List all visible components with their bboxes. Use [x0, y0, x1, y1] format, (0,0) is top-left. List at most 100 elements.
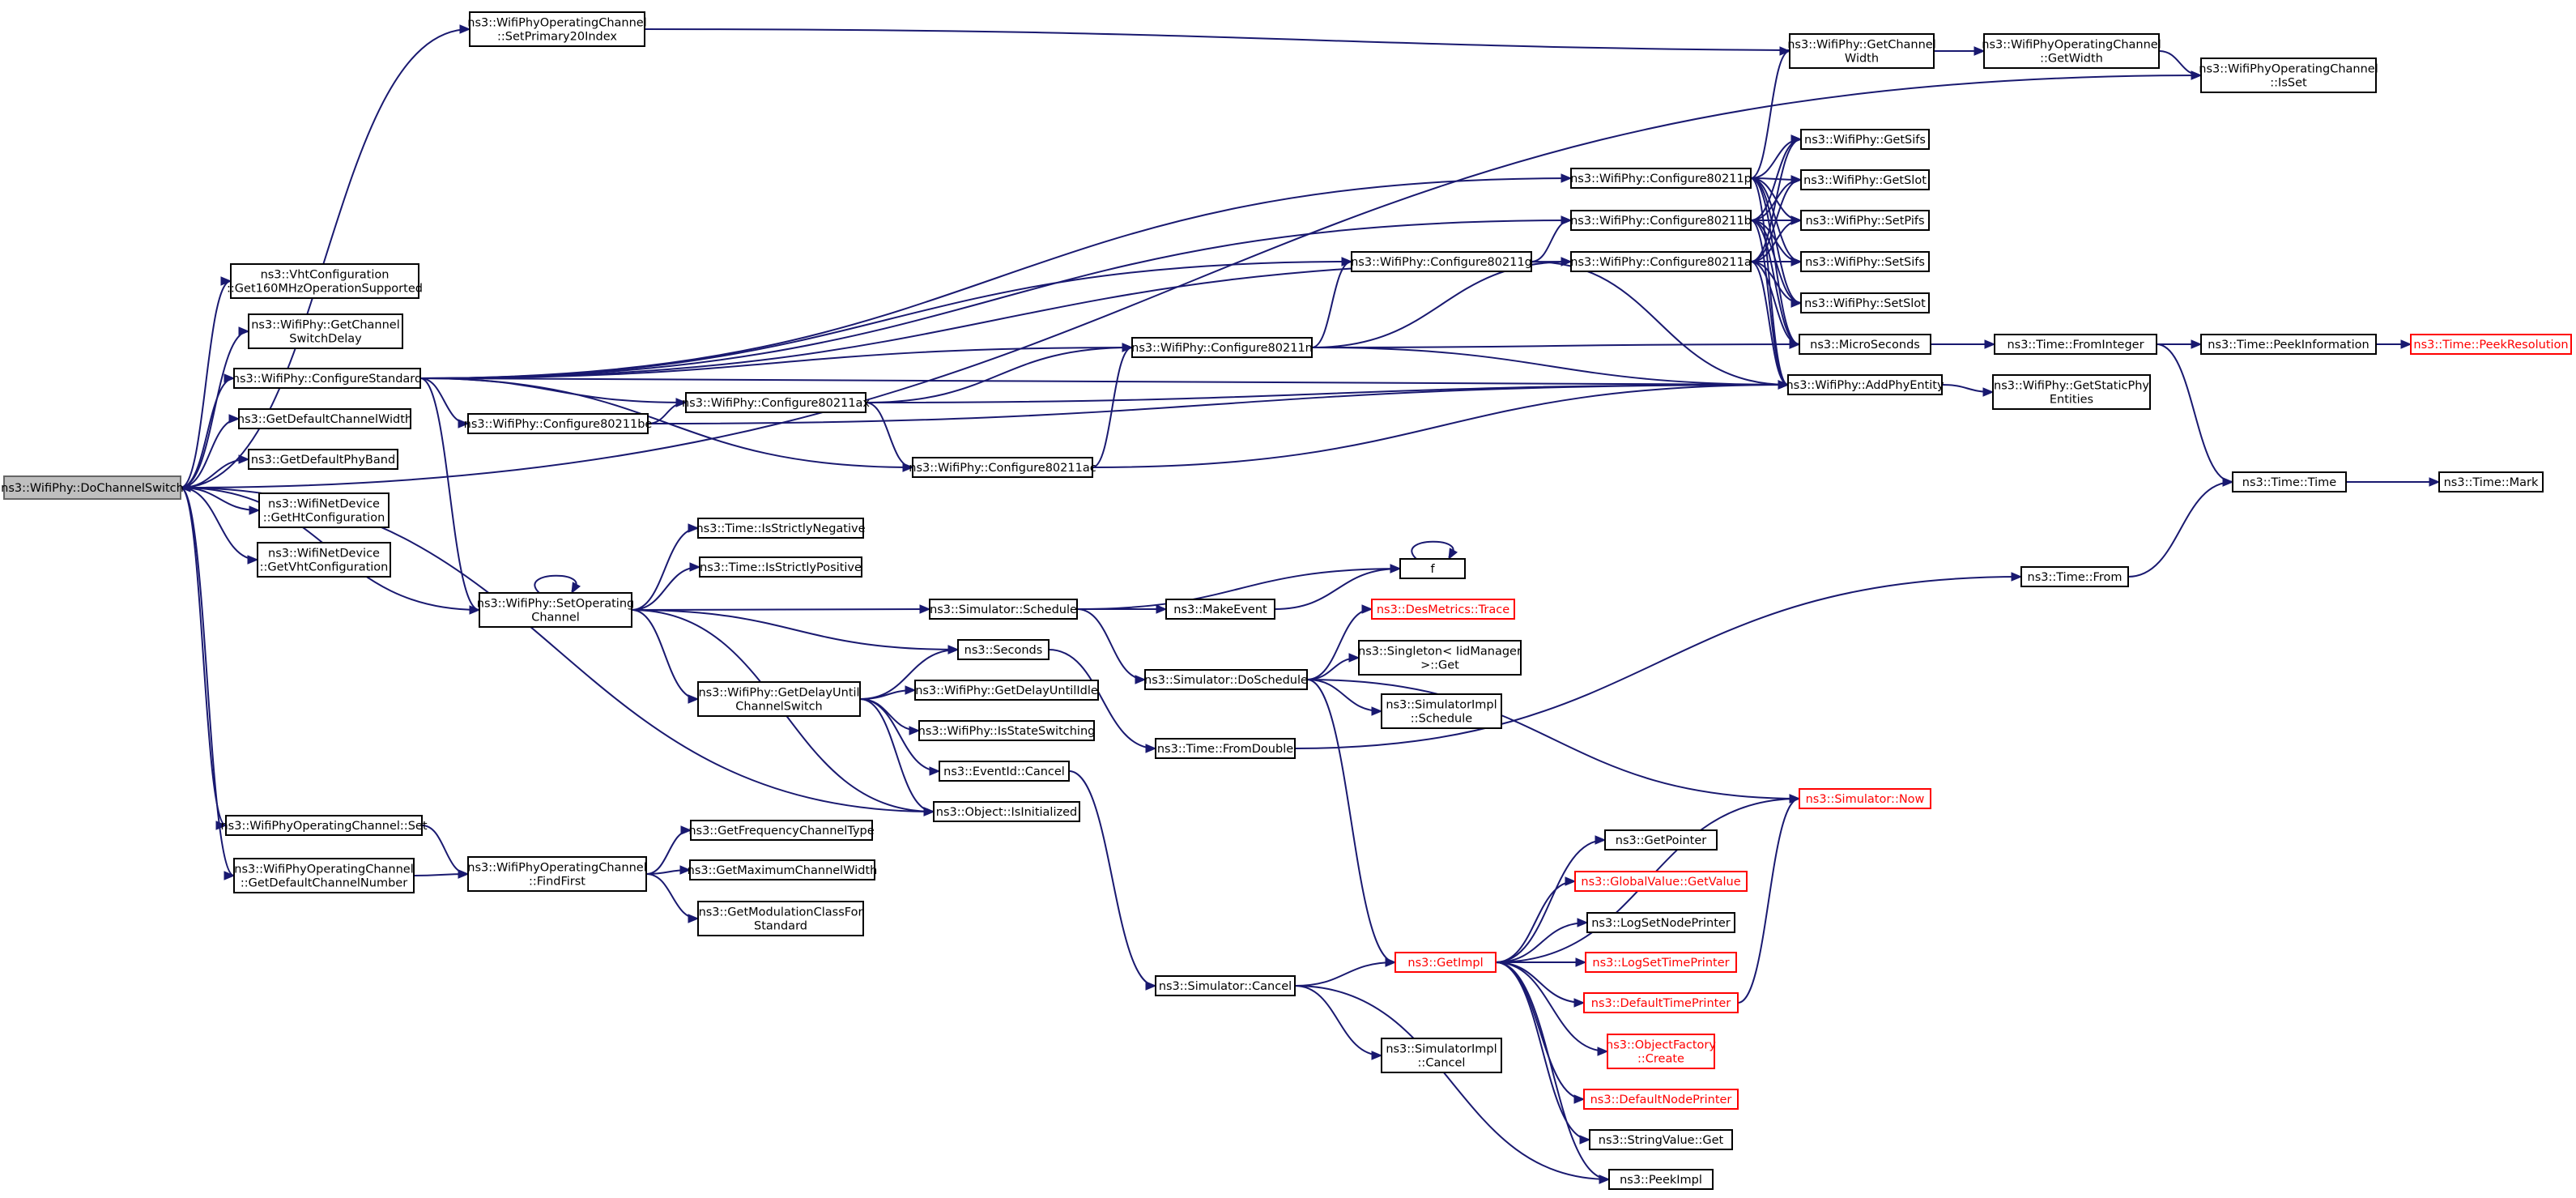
node-set-pifs[interactable]: ns3::WifiPhy::SetPifs	[1800, 210, 1930, 231]
node-ocget-width[interactable]: ns3::WifiPhyOperatingChannel::GetWidth	[1982, 33, 2161, 69]
node-peek-resolution[interactable]: ns3::Time::PeekResolution	[2410, 334, 2572, 355]
node-get-ht-configuration[interactable]: ns3::WifiNetDevice::GetHtConfiguration	[258, 492, 390, 528]
node-label: ns3::Simulator::Now	[1806, 793, 1925, 806]
node-label: ::GetVhtConfiguration	[260, 561, 389, 574]
node-label: ns3::WifiPhy::ConfigureStandard	[232, 373, 422, 386]
node-label: ns3::GetPointer	[1616, 834, 1707, 847]
node-get-slot[interactable]: ns3::WifiPhy::GetSlot	[1800, 169, 1930, 190]
node-box	[230, 263, 419, 299]
node-set-slot[interactable]: ns3::WifiPhy::SetSlot	[1800, 292, 1930, 313]
node-peek-information[interactable]: ns3::Time::PeekInformation	[2200, 334, 2377, 355]
node-configure-standard[interactable]: ns3::WifiPhy::ConfigureStandard	[232, 368, 422, 389]
node-from-integer[interactable]: ns3::Time::FromInteger	[1994, 334, 2157, 355]
node-label: ns3::WifiPhy::GetSlot	[1803, 174, 1927, 187]
node-get-vht-configuration[interactable]: ns3::WifiNetDevice::GetVhtConfiguration	[257, 542, 391, 578]
node-box	[467, 413, 649, 434]
node-add-phy-entity[interactable]: ns3::WifiPhy::AddPhyEntity	[1786, 374, 1944, 395]
node-get-frequency-channel-type[interactable]: ns3::GetFrequencyChannelType	[688, 820, 875, 841]
node-get-default-phy-band[interactable]: ns3::GetDefaultPhyBand	[248, 449, 398, 470]
node-configure80211be[interactable]: ns3::WifiPhy::Configure80211be	[464, 413, 653, 434]
node-set-primary20-index[interactable]: ns3::WifiPhyOperatingChannel::SetPrimary…	[467, 11, 647, 47]
node-get-maximum-channel-width[interactable]: ns3::GetMaximumChannelWidth	[688, 859, 878, 880]
node-box	[1583, 992, 1739, 1013]
node-do-schedule[interactable]: ns3::Simulator::DoSchedule	[1144, 669, 1308, 690]
node-is-strictly-negative[interactable]: ns3::Time::IsStrictlyNegative	[696, 518, 866, 539]
node-get-pointer[interactable]: ns3::GetPointer	[1604, 829, 1718, 851]
node-micro-seconds[interactable]: ns3::MicroSeconds	[1799, 334, 1931, 355]
edge-set-operating-channel-to-is-strictly-positive	[631, 566, 700, 611]
edge-get-impl-to-string-value-get-arrowhead	[1579, 1135, 1591, 1145]
node-global-value-get-value[interactable]: ns3::GlobalValue::GetValue	[1574, 871, 1748, 892]
node-set-sifs[interactable]: ns3::WifiPhy::SetSifs	[1800, 251, 1930, 272]
node-configure80211n[interactable]: ns3::WifiPhy::Configure80211n	[1131, 337, 1313, 358]
node-label: ::GetHtConfiguration	[263, 512, 385, 525]
node-sim-impl-cancel[interactable]: ns3::SimulatorImpl::Cancel	[1381, 1038, 1502, 1073]
node-label: ns3::Time::FromDouble	[1157, 743, 1293, 756]
node-box	[1586, 912, 1735, 933]
node-get-impl[interactable]: ns3::GetImpl	[1394, 952, 1497, 973]
edge-do-channel-switch-to-get160-arrowhead	[220, 276, 232, 286]
edge-configure80211a-to-set-sifs-arrowhead	[1790, 257, 1803, 266]
node-time-time[interactable]: ns3::Time::Time	[2232, 471, 2347, 492]
node-sim-impl-schedule[interactable]: ns3::SimulatorImpl::Schedule	[1381, 693, 1502, 729]
edge-configure-standard-to-configure80211p-arrowhead	[1561, 173, 1573, 183]
node-configure80211b[interactable]: ns3::WifiPhy::Configure80211b	[1570, 210, 1752, 231]
node-time-from[interactable]: ns3::Time::From	[2020, 566, 2129, 587]
node-label: ns3::WifiPhyOperatingChannel	[234, 863, 413, 876]
node-sim-cancel[interactable]: ns3::Simulator::Cancel	[1155, 975, 1296, 996]
node-configure80211p[interactable]: ns3::WifiPhy::Configure80211p	[1570, 168, 1752, 189]
node-get-default-channel-width[interactable]: ns3::GetDefaultChannelWidth	[237, 408, 412, 429]
node-log-set-time-printer[interactable]: ns3::LogSetTimePrinter	[1585, 952, 1737, 973]
node-ocset[interactable]: ns3::WifiPhyOperatingChannel::Set	[220, 815, 428, 836]
node-from-double[interactable]: ns3::Time::FromDouble	[1155, 738, 1296, 759]
edge-sim-cancel-to-get-impl-arrowhead	[1385, 957, 1397, 967]
node-get-delay-until-idle[interactable]: ns3::WifiPhy::GetDelayUntilIdle	[914, 680, 1099, 701]
node-is-state-switching[interactable]: ns3::WifiPhy::IsStateSwitching	[918, 720, 1096, 741]
node-is-strictly-positive[interactable]: ns3::Time::IsStrictlyPositive	[699, 556, 862, 578]
node-f[interactable]: f	[1399, 558, 1466, 579]
node-peek-impl[interactable]: ns3::PeekImpl	[1608, 1169, 1714, 1190]
node-label: ns3::WifiPhy::Configure80211g	[1351, 256, 1532, 269]
node-box	[1155, 975, 1296, 996]
node-event-id-cancel[interactable]: ns3::EventId::Cancel	[939, 761, 1070, 782]
edge-configure80211a-to-micro-seconds-arrowhead	[1789, 339, 1801, 349]
node-get-sifs[interactable]: ns3::WifiPhy::GetSifs	[1800, 129, 1930, 150]
node-sim-schedule[interactable]: ns3::Simulator::Schedule	[929, 599, 1078, 620]
edge-get-delay-until-channel-switch-to-event-id-cancel	[859, 698, 940, 772]
node-is-initialized[interactable]: ns3::Object::IsInitialized	[933, 801, 1080, 822]
node-singleton-get[interactable]: ns3::Singleton< IidManager >::Get	[1358, 640, 1522, 676]
edge-default-time-printer-to-sim-now	[1737, 798, 1800, 1004]
node-configure80211a[interactable]: ns3::WifiPhy::Configure80211a	[1570, 251, 1752, 272]
node-log-set-node-printer[interactable]: ns3::LogSetNodePrinter	[1586, 912, 1735, 933]
edge-do-schedule-to-des-metrics-trace-arrowhead	[1361, 604, 1373, 614]
node-configure80211ax[interactable]: ns3::WifiPhy::Configure80211ax	[682, 392, 870, 413]
node-make-event[interactable]: ns3::MakeEvent	[1165, 599, 1275, 620]
node-sim-now[interactable]: ns3::Simulator::Now	[1799, 788, 1931, 809]
node-get160[interactable]: ns3::VhtConfiguration::Get160MHzOperatio…	[227, 263, 423, 299]
node-label: ns3::Object::IsInitialized	[936, 806, 1077, 819]
node-do-channel-switch[interactable]: ns3::WifiPhy::DoChannelSwitch	[1, 475, 184, 500]
edge-configure80211be-to-configure80211ax	[647, 402, 687, 424]
edge-configure80211n-to-configure80211g-arrowhead	[1341, 257, 1353, 266]
edge-do-schedule-to-sim-now	[1306, 679, 1800, 799]
node-object-factory-create[interactable]: ns3::ObjectFactory::Create	[1606, 1034, 1716, 1069]
node-time-mark[interactable]: ns3::Time::Mark	[2438, 471, 2544, 492]
node-configure80211g[interactable]: ns3::WifiPhy::Configure80211g	[1351, 251, 1532, 272]
node-seconds[interactable]: ns3::Seconds	[957, 639, 1050, 660]
edge-get-delay-until-channel-switch-to-is-initialized-arrowhead	[923, 807, 935, 816]
node-ocis-set[interactable]: ns3::WifiPhyOperatingChannel::IsSet	[2199, 58, 2378, 93]
node-label: ns3::WifiPhy::GetStaticPhy	[1994, 380, 2149, 393]
node-des-metrics-trace[interactable]: ns3::DesMetrics::Trace	[1371, 599, 1515, 620]
node-get-default-channel-number[interactable]: ns3::WifiPhyOperatingChannel::GetDefault…	[233, 858, 415, 893]
node-default-time-printer[interactable]: ns3::DefaultTimePrinter	[1583, 992, 1739, 1013]
node-default-node-printer[interactable]: ns3::DefaultNodePrinter	[1583, 1089, 1739, 1110]
node-find-first[interactable]: ns3::WifiPhyOperatingChannel::FindFirst	[467, 856, 647, 892]
node-configure80211ac[interactable]: ns3::WifiPhy::Configure80211ac	[909, 457, 1096, 478]
node-string-value-get[interactable]: ns3::StringValue::Get	[1589, 1129, 1733, 1150]
